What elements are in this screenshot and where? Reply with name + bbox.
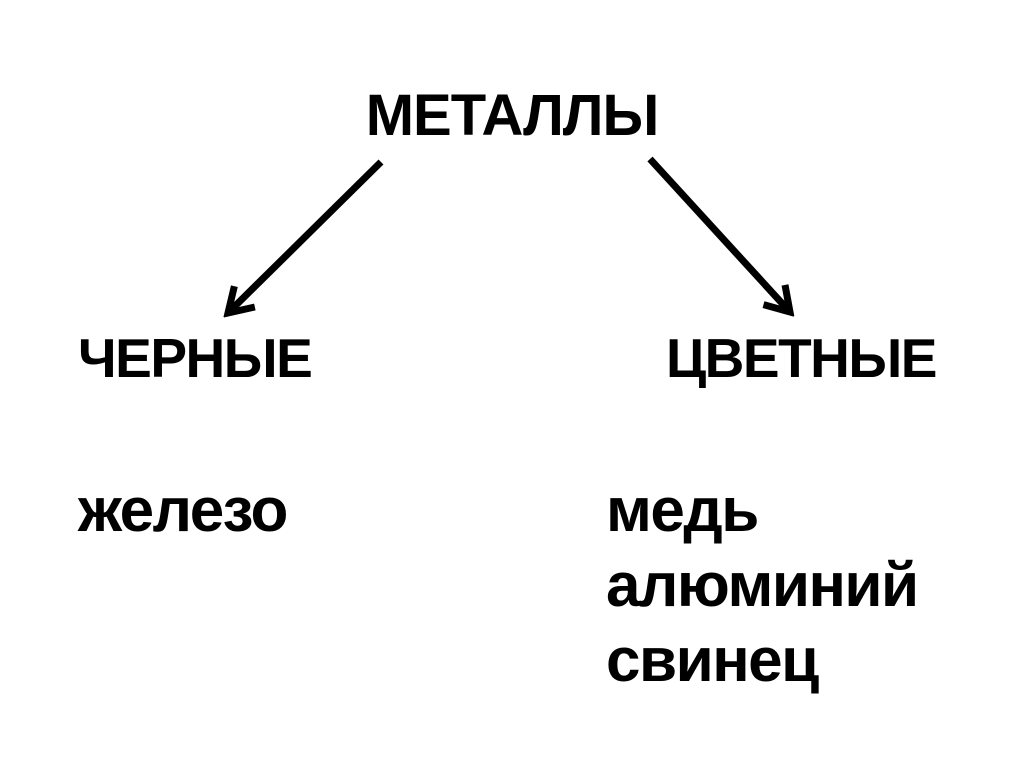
list-item-copper: медь xyxy=(606,476,759,545)
branch-label-ferrous: ЧЕРНЫЕ xyxy=(78,327,313,389)
branch-label-nonferrous: ЦВЕТНЫЕ xyxy=(666,327,937,389)
nonferrous-items-list: медь алюминий свинец xyxy=(606,473,919,698)
diagram-title: МЕТАЛЛЫ xyxy=(365,83,660,148)
arrow-to-ferrous-branch xyxy=(228,159,384,313)
ferrous-items-list: железо xyxy=(78,473,288,548)
list-item-lead: свинец xyxy=(606,626,819,695)
list-item-iron: железо xyxy=(78,476,288,545)
arrow-to-nonferrous-branch xyxy=(647,156,790,312)
list-item-aluminium: алюминий xyxy=(606,551,919,620)
